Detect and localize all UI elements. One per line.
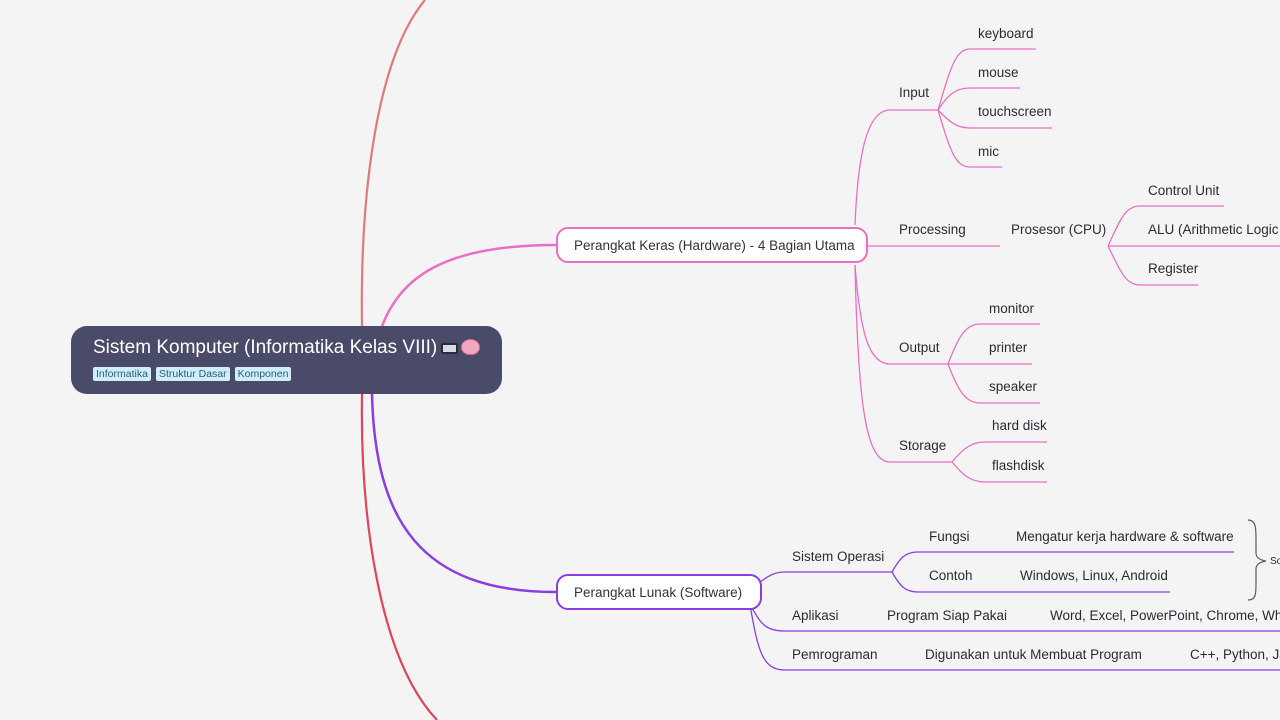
cpu-topic[interactable]: Prosesor (CPU) — [1011, 222, 1107, 237]
leaf-printer[interactable]: printer — [989, 340, 1028, 355]
prog-value[interactable]: C++, Python, Ja — [1190, 647, 1280, 662]
os-fungsi[interactable]: Fungsi — [929, 529, 970, 544]
connector-cpu-cu — [1107, 205, 1224, 247]
leaf-mouse[interactable]: mouse — [978, 65, 1019, 80]
leaf-speaker[interactable]: speaker — [989, 379, 1038, 394]
leaf-alu[interactable]: ALU (Arithmetic Logic — [1148, 222, 1279, 237]
outer-branch-bottom — [360, 393, 438, 720]
tag-item[interactable]: Informatika — [93, 367, 151, 381]
connector-root-software — [370, 393, 557, 594]
apps-value[interactable]: Word, Excel, PowerPoint, Chrome, Wha — [1050, 608, 1280, 623]
tag-item[interactable]: Komponen — [234, 367, 292, 381]
outer-branch-top — [360, 0, 426, 327]
laptop-icon — [441, 343, 459, 354]
connector-hw-output — [854, 264, 948, 365]
os-fungsi-value[interactable]: Mengatur kerja hardware & software — [1016, 529, 1234, 544]
connector-os-contoh — [891, 571, 1170, 593]
connector-output-monitor — [947, 323, 1040, 365]
connector-cpu-register — [1107, 245, 1198, 286]
apps-sub[interactable]: Program Siap Pakai — [887, 608, 1008, 623]
root-tags: Informatika Struktur Dasar Komponen — [93, 367, 480, 381]
connector-input-keyboard — [937, 48, 1036, 111]
connector-output-speaker — [947, 363, 1040, 404]
connector-input-mouse — [937, 87, 1020, 111]
connector-sw-os — [759, 571, 892, 583]
connector-root-hardware — [380, 243, 557, 327]
connector-sw-prog — [749, 604, 1280, 671]
summary-brace — [1247, 519, 1267, 601]
processing-topic[interactable]: Processing — [899, 222, 966, 237]
leaf-mic[interactable]: mic — [978, 144, 999, 159]
connector-storage-harddisk — [951, 441, 1047, 463]
leaf-monitor[interactable]: monitor — [989, 301, 1035, 316]
input-topic[interactable]: Input — [899, 85, 930, 100]
leaf-hard-disk[interactable]: hard disk — [992, 418, 1047, 433]
os-contoh-value[interactable]: Windows, Linux, Android — [1020, 568, 1168, 583]
os-topic[interactable]: Sistem Operasi — [792, 549, 885, 564]
prog-sub[interactable]: Digunakan untuk Membuat Program — [925, 647, 1142, 662]
os-contoh[interactable]: Contoh — [929, 568, 973, 583]
leaf-control-unit[interactable]: Control Unit — [1148, 183, 1220, 198]
connector-input-touchscreen — [937, 109, 1052, 129]
connector-storage-flashdisk — [951, 461, 1047, 483]
prog-topic[interactable]: Pemrograman — [792, 647, 878, 662]
leaf-register[interactable]: Register — [1148, 261, 1199, 276]
root-topic[interactable]: Sistem Komputer (Informatika Kelas VIII)… — [71, 326, 502, 394]
connector-hw-storage — [854, 264, 952, 463]
leaf-flashdisk[interactable]: flashdisk — [992, 458, 1045, 473]
connector-os-fungsi — [891, 551, 1234, 573]
leaf-keyboard[interactable]: keyboard — [978, 26, 1034, 41]
connector-input-mic — [937, 109, 1002, 168]
summary-label[interactable]: So — [1270, 556, 1280, 567]
root-title: Sistem Komputer (Informatika Kelas VIII) — [93, 336, 481, 360]
root-title-text: Sistem Komputer (Informatika Kelas VIII) — [93, 337, 438, 358]
apps-topic[interactable]: Aplikasi — [792, 608, 839, 623]
leaf-touchscreen[interactable]: touchscreen — [978, 104, 1052, 119]
hardware-topic[interactable]: Perangkat Keras (Hardware) - 4 Bagian Ut… — [556, 227, 868, 263]
brain-icon — [461, 339, 481, 355]
storage-topic[interactable]: Storage — [899, 438, 947, 453]
output-topic[interactable]: Output — [899, 340, 940, 355]
connector-hw-input — [854, 109, 938, 226]
software-topic[interactable]: Perangkat Lunak (Software) — [556, 574, 762, 610]
tag-item[interactable]: Struktur Dasar — [155, 367, 230, 381]
